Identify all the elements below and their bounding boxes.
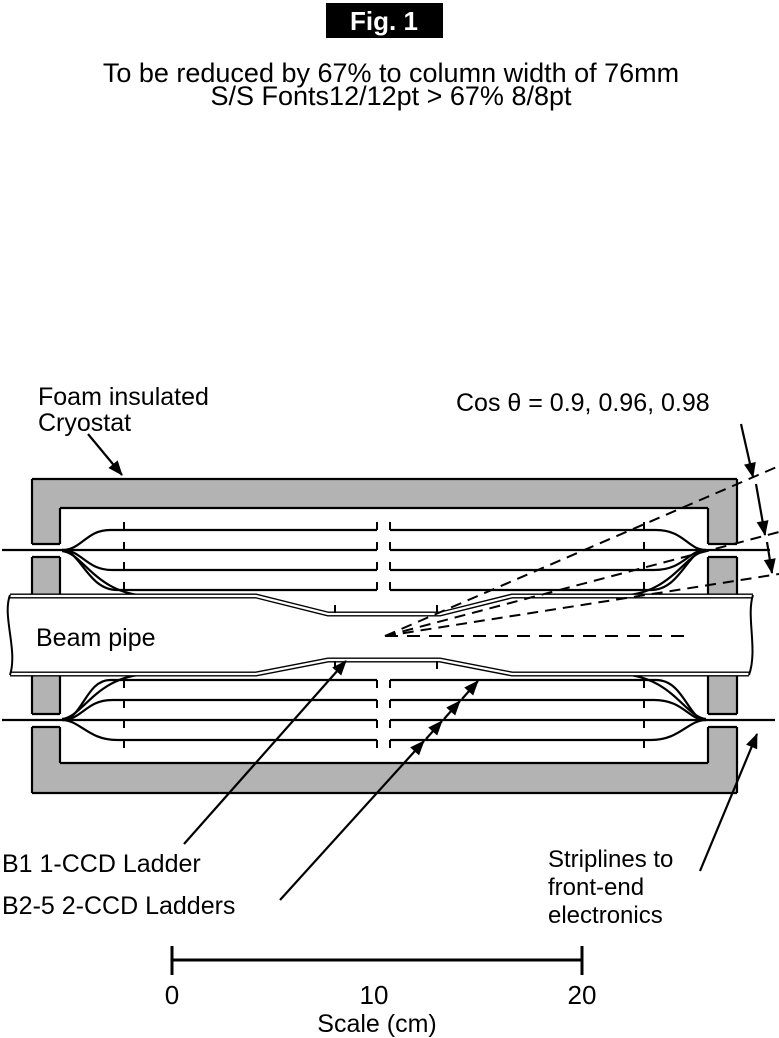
ladder-row-bottom-4: [61, 718, 707, 742]
cos-theta-label: Cos θ = 0.9, 0.96, 0.98: [456, 389, 710, 417]
cos-theta-arrow-2: [754, 483, 769, 536]
b25-ladders-arrow-seg1: [279, 740, 425, 901]
b25-ladders-arrow-seg3: [443, 700, 461, 720]
cos-theta-line-096: [384, 531, 779, 637]
fig-label-box: [326, 3, 443, 38]
b1-ladder-ticks: [334, 605, 438, 669]
scale-tick-label-10: 10: [360, 980, 389, 1010]
scale-tick-label-0: 0: [165, 980, 179, 1010]
cos-theta-arrow-3: [763, 541, 776, 574]
reduction-note-line1: To be reduced by 67% to column width of …: [103, 58, 679, 88]
ladder-row-top-3: [61, 548, 707, 572]
ladder-end-ticks-top: [123, 522, 645, 590]
beam-pipe-upper-wall-gap: [10, 594, 753, 616]
b25-ladders-arrow-seg4: [461, 680, 479, 700]
beam-pipe-lower-wall-gap: [10, 658, 749, 676]
cryostat-arrow: [87, 433, 123, 476]
b1-ladder-arrow: [183, 660, 347, 845]
beam-pipe-upper-wall: [10, 593, 753, 617]
b25-ladders-arrow-seg2: [425, 720, 443, 740]
scale-bar-end-ticks: [170, 946, 584, 975]
scale-tick-label-20: 20: [568, 980, 597, 1010]
b25-ladders-label: B2-5 2-CCD Ladders: [2, 892, 235, 920]
ladder-row-bottom-2: [61, 698, 707, 722]
beam-pipe-break-right: [748, 594, 754, 676]
beam-pipe-lower-wall: [10, 657, 749, 677]
ladder-end-ticks-bottom: [123, 680, 645, 748]
cryostat-label-line2: Cryostat: [38, 409, 131, 437]
cryostat-label-line1: Foam insulated: [38, 383, 209, 411]
beam-pipe-break-left: [6, 594, 14, 676]
fig-label: Fig. 1: [350, 6, 418, 36]
striplines-label-line3: electronics: [548, 902, 663, 929]
beam-pipe-label: Beam pipe: [36, 624, 156, 652]
scale-caption: Scale (cm): [317, 1010, 436, 1038]
reduction-note-line2: S/S Fonts12/12pt > 67% 8/8pt: [211, 81, 572, 111]
striplines-label-line1: Striplines to: [548, 846, 673, 873]
cryostat-frame-outline: [30, 477, 739, 795]
b1-ladder-label: B1 1-CCD Ladder: [2, 850, 201, 878]
cos-theta-arrow-1: [739, 423, 756, 478]
striplines-label-line2: front-end: [548, 874, 644, 901]
striplines-arrow: [698, 733, 759, 872]
cos-theta-line-098: [384, 573, 779, 637]
